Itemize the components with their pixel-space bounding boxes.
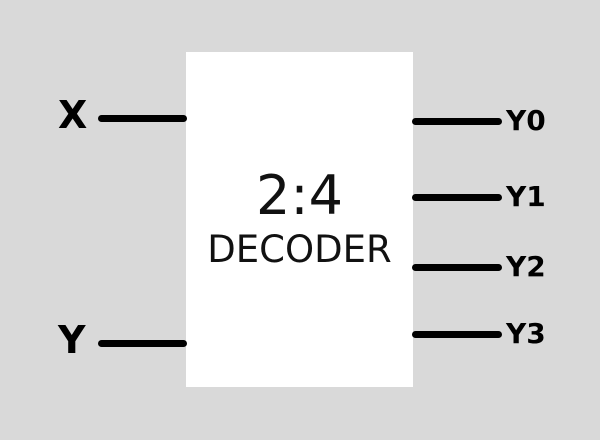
block-title: 2:4 — [256, 163, 343, 227]
output-label-y3: Y3 — [506, 317, 546, 350]
output-label-y0: Y0 — [506, 104, 546, 137]
input-wire-x — [98, 115, 187, 122]
output-label-y1: Y1 — [506, 180, 546, 213]
input-wire-y — [98, 340, 187, 347]
output-wire-y0 — [412, 118, 502, 125]
output-wire-y3 — [412, 331, 502, 338]
output-label-y2: Y2 — [506, 250, 546, 283]
decoder-block: 2:4 DECODER — [186, 52, 413, 387]
block-subtitle: DECODER — [207, 227, 392, 271]
input-label-x: X — [58, 93, 88, 137]
output-wire-y2 — [412, 264, 502, 271]
output-wire-y1 — [412, 194, 502, 201]
input-label-y: Y — [58, 318, 86, 362]
